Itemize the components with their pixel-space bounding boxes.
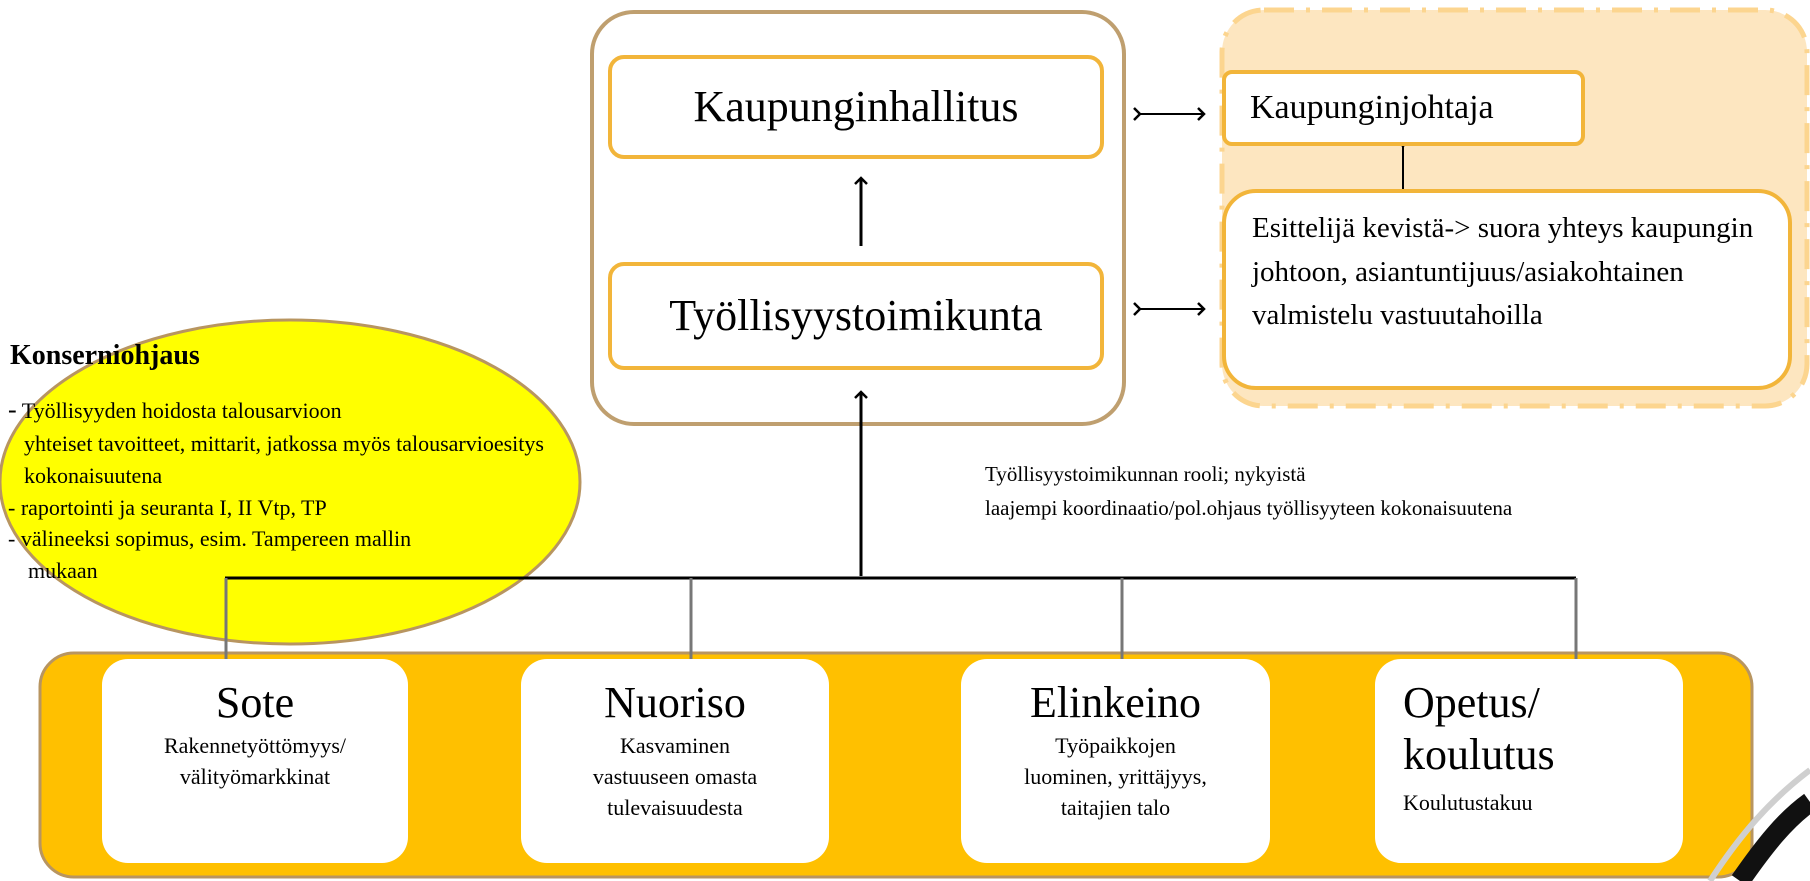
department-title: Sote — [215, 678, 295, 727]
konserniohjaus-item: kokonaisuutena — [24, 463, 163, 489]
kaupunginhallitus-label: Kaupunginhallitus — [693, 81, 1019, 131]
konserniohjaus-item: - välineeksi sopimus, esim. Tampereen ma… — [8, 526, 412, 552]
konserniohjaus-item: - raportointi ja seuranta I, II Vtp, TP — [8, 494, 327, 520]
department-desc: Työpaikkojen luominen, yrittäjyys, taita… — [1024, 733, 1207, 820]
konserniohjaus-item: yhteiset tavoitteet, mittarit, jatkossa … — [24, 431, 544, 457]
department-card-opetus: Opetus/ koulutus Koulutustakuu — [1375, 659, 1683, 863]
konserniohjaus-title: Konserniohjaus — [10, 340, 200, 371]
role-note: Työllisyystoimikunnan rooli; nykyistä la… — [985, 458, 1785, 525]
konserniohjaus-list: - Työllisyyden hoidosta talousarvioon yh… — [8, 391, 768, 587]
departments-band — [38, 651, 1754, 879]
kaupunginhallitus-box: Kaupunginhallitus — [608, 55, 1104, 159]
role-note-line2: laajempi koordinaatio/pol.ohjaus työllis… — [985, 495, 1513, 520]
konserniohjaus-ellipse — [0, 318, 582, 646]
decorative-swoosh — [1707, 767, 1810, 881]
department-title: Elinkeino — [1029, 678, 1202, 727]
department-desc: Kasvaminen vastuuseen omasta tulevaisuud… — [592, 733, 758, 820]
konserniohjaus-item: - Työllisyyden hoidosta talousarvioon — [8, 395, 342, 424]
department-title-line2: koulutus — [1403, 730, 1555, 780]
tyollisyystoimikunta-box: Työllisyystoimikunta — [608, 262, 1104, 370]
esittelija-text: Esittelijä kevistä-> suora yhteys kaupun… — [1252, 212, 1754, 331]
esittelija-box: Esittelijä kevistä-> suora yhteys kaupun… — [1222, 189, 1792, 390]
department-card-nuoriso: Nuoriso Kasvaminen vastuuseen omasta tul… — [521, 659, 829, 863]
department-card-elinkeino: Elinkeino Työpaikkojen luominen, yrittäj… — [961, 659, 1270, 863]
department-title-line1: Opetus/ — [1403, 678, 1540, 727]
kaupunginjohtaja-label: Kaupunginjohtaja — [1250, 89, 1494, 126]
konserniohjaus-item: mukaan — [28, 558, 98, 584]
department-card-sote: Sote Rakennetyöttömyys/ välityömarkkinat — [102, 659, 408, 863]
role-note-line1: Työllisyystoimikunnan rooli; nykyistä — [985, 462, 1306, 486]
department-desc: Rakennetyöttömyys/ välityömarkkinat — [163, 733, 347, 790]
department-desc: Koulutustakuu — [1403, 789, 1533, 815]
kaupunginjohtaja-box: Kaupunginjohtaja — [1222, 70, 1585, 146]
department-title: Nuoriso — [604, 678, 746, 727]
tyollisyystoimikunta-label: Työllisyystoimikunta — [669, 290, 1043, 340]
